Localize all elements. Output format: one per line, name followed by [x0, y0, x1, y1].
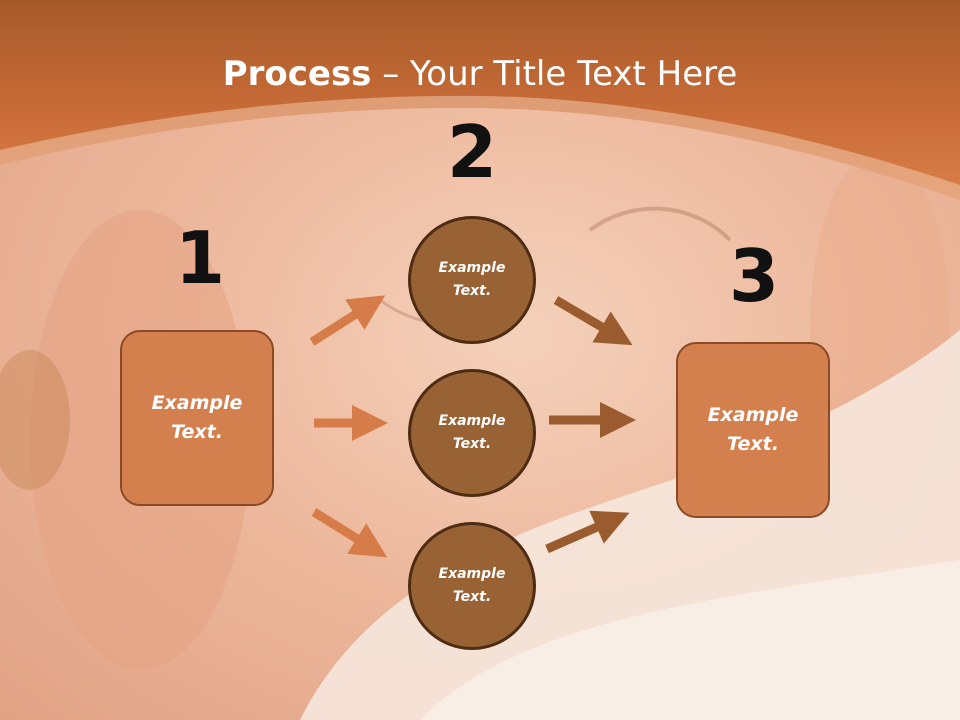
- arrow-1-to-top: [309, 295, 386, 346]
- slide-title: Process – Your Title Text Here: [0, 52, 960, 96]
- step-number-3: 3: [728, 234, 780, 318]
- step-2-circle-top: Example Text.: [408, 216, 536, 344]
- step-1-label: Example Text.: [151, 392, 243, 443]
- step-2-label-top: Example Text.: [438, 260, 506, 299]
- step-1-box: Example Text.: [120, 330, 274, 506]
- step-2-label-middle: Example Text.: [438, 413, 506, 452]
- step-2-circle-bottom: Example Text.: [408, 522, 536, 650]
- step-number-1: 1: [174, 216, 226, 300]
- step-2-circle-middle: Example Text.: [408, 369, 536, 497]
- title-bold-part: Process: [222, 54, 372, 94]
- step-2-label-bottom: Example Text.: [438, 566, 506, 605]
- arrow-top-to-3: [553, 296, 633, 346]
- arrow-1-to-bottom: [311, 508, 388, 558]
- step-number-2: 2: [446, 110, 498, 194]
- title-rest: – Your Title Text Here: [371, 54, 738, 94]
- arrow-bottom-to-3: [545, 510, 630, 554]
- step-3-box: Example Text.: [676, 342, 830, 518]
- step-3-label: Example Text.: [707, 404, 799, 455]
